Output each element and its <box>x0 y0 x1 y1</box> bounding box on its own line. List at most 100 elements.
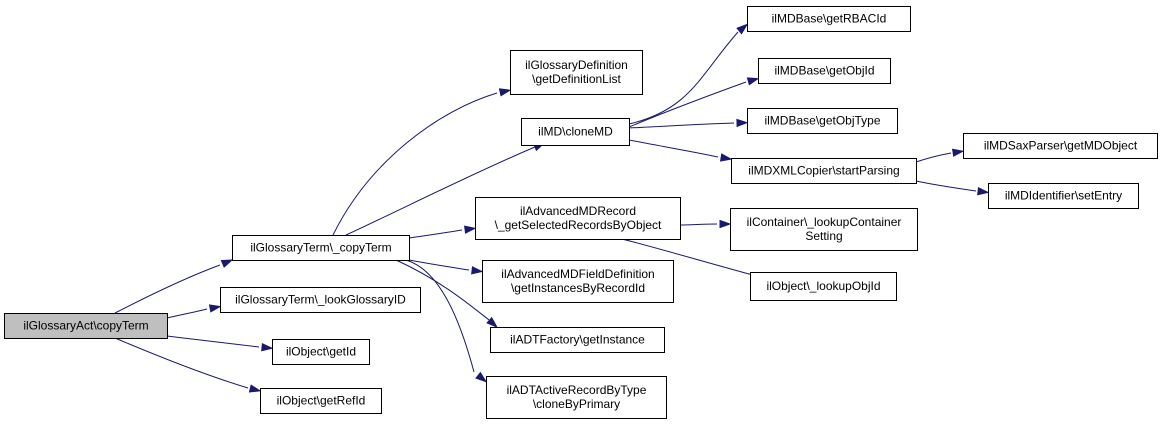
node-label: ilGlossaryDefinition <box>525 58 628 72</box>
edge-advRecord-to-contLookup <box>679 219 732 229</box>
node-obj-get-id[interactable]: ilObject\getId <box>272 339 370 365</box>
node-label: ilAdvancedMDRecord <box>520 204 636 218</box>
edge-line <box>166 308 208 319</box>
node-md-rbac[interactable]: ilMDBase\getRBACId <box>747 6 911 32</box>
arrow-head-icon <box>719 153 733 162</box>
arrow-head-icon <box>248 384 262 393</box>
node-md-ident[interactable]: ilMDIdentifier\setEntry <box>988 183 1139 209</box>
node-md-xml[interactable]: ilMDXMLCopier\startParsing <box>731 158 917 184</box>
edge-gtCopyTerm-to-adtActive <box>405 259 488 383</box>
node-box[interactable] <box>521 118 630 146</box>
edge-line <box>915 152 952 163</box>
edge-line <box>345 146 536 236</box>
node-box[interactable] <box>475 197 681 240</box>
node-box[interactable] <box>963 133 1158 159</box>
edge-gtCopyTerm-to-advField <box>408 259 484 275</box>
node-box[interactable] <box>730 208 918 251</box>
edge-line <box>114 337 249 389</box>
node-sax-parser[interactable]: ilMDSaxParser\getMDObject <box>963 133 1158 159</box>
edge-line <box>408 229 463 239</box>
node-adv-record[interactable]: ilAdvancedMDRecord\_getSelectedRecordsBy… <box>475 197 681 240</box>
edge-gtCopyTerm-to-adtFactory <box>395 259 498 329</box>
arrow-head-icon <box>736 23 749 35</box>
edge-line <box>915 180 977 192</box>
edge-copyTerm-to-objGetId <box>166 335 274 352</box>
node-md-obj-type[interactable]: ilMDBase\getObjType <box>747 108 898 134</box>
node-label: ilMDBase\getObjType <box>764 114 880 128</box>
node-box[interactable] <box>4 313 168 339</box>
node-obj-get-ref-id[interactable]: ilObject\getRefId <box>260 388 382 414</box>
node-box[interactable] <box>747 6 911 32</box>
arrow-head-icon <box>261 343 274 352</box>
edge-line <box>405 259 475 373</box>
edge-line <box>114 264 221 314</box>
node-box[interactable] <box>988 183 1139 209</box>
node-label: \cloneByPrimary <box>533 397 620 411</box>
arrow-head-icon <box>486 316 498 329</box>
node-box[interactable] <box>486 376 667 419</box>
node-label: ilMDBase\getRBACId <box>772 12 887 26</box>
node-gloss-def[interactable]: ilGlossaryDefinition\getDefinitionList <box>510 50 643 95</box>
node-label: ilMDIdentifier\setEntry <box>1005 189 1122 203</box>
node-label: ilObject\getId <box>286 345 356 359</box>
arrow-head-icon <box>746 77 760 86</box>
node-box[interactable] <box>747 108 898 134</box>
node-gt-lookup[interactable]: ilGlossaryTerm\_lookGlossaryID <box>220 287 421 313</box>
edge-line <box>628 31 739 125</box>
node-box[interactable] <box>482 260 674 303</box>
node-box[interactable] <box>260 388 382 414</box>
edge-line <box>628 139 719 158</box>
node-layer: ilGlossaryAct\copyTerm ilGlossaryTerm\_co… <box>4 6 1158 419</box>
node-adt-active[interactable]: ilADTActiveRecordByType\cloneByPrimary <box>486 376 667 419</box>
node-label: ilMDXMLCopier\startParsing <box>748 164 899 178</box>
node-label: ilMD\cloneMD <box>538 125 613 139</box>
edge-line <box>621 238 761 278</box>
node-label: Setting <box>805 229 842 243</box>
edge-line <box>332 92 498 236</box>
node-box[interactable] <box>490 327 665 353</box>
edge-line <box>628 122 735 129</box>
node-adv-field[interactable]: ilAdvancedMDFieldDefinition\getInstances… <box>482 260 674 303</box>
edge-line <box>408 259 470 271</box>
edge-line <box>166 335 260 348</box>
node-label: ilADTFactory\getInstance <box>510 333 645 347</box>
arrow-head-icon <box>951 148 965 157</box>
node-label: ilMDBase\getObjId <box>774 64 874 78</box>
node-label: \getInstancesByRecordId <box>511 281 645 295</box>
edge-line <box>395 259 490 321</box>
arrow-head-icon <box>498 88 512 97</box>
node-label: ilGlossaryAct\copyTerm <box>23 319 148 333</box>
node-label: \getDefinitionList <box>532 72 621 86</box>
node-box[interactable] <box>232 235 410 261</box>
node-md-obj-id[interactable]: ilMDBase\getObjId <box>758 58 891 84</box>
node-label: ilGlossaryTerm\_lookGlossaryID <box>235 293 406 307</box>
edge-copyTerm-to-gtLookup <box>166 304 222 319</box>
node-box[interactable] <box>272 339 370 365</box>
arrow-head-icon <box>464 225 477 234</box>
arrow-head-icon <box>471 266 484 275</box>
node-adt-factory[interactable]: ilADTFactory\getInstance <box>490 327 665 353</box>
edge-line <box>628 81 747 128</box>
edge-gtCopyTerm-to-glossDef <box>332 88 512 236</box>
edge-copyTerm-to-gtCopyTerm <box>114 259 234 314</box>
node-box[interactable] <box>731 158 917 184</box>
edge-copyTerm-to-objGetRefId <box>114 337 262 393</box>
node-gt-copy-term[interactable]: ilGlossaryTerm\_copyTerm <box>232 235 410 261</box>
node-label: ilGlossaryTerm\_copyTerm <box>250 241 391 255</box>
node-box[interactable] <box>510 50 643 95</box>
edge-line <box>679 223 718 226</box>
arrow-head-icon <box>208 304 222 313</box>
arrow-head-icon <box>719 219 732 229</box>
edge-mdClone-to-mdObjId <box>628 77 760 128</box>
node-box[interactable] <box>750 272 897 301</box>
node-md-clone[interactable]: ilMD\cloneMD <box>521 118 630 146</box>
edge-mdClone-to-mdXml <box>628 139 733 162</box>
node-copy-term[interactable]: ilGlossaryAct\copyTerm <box>4 313 168 339</box>
node-box[interactable] <box>758 58 891 84</box>
edge-mdXml-to-saxParser <box>915 148 965 163</box>
node-obj-lookup-id[interactable]: ilObject\_lookupObjId <box>750 272 897 301</box>
node-label: ilADTActiveRecordByType <box>507 383 647 397</box>
node-box[interactable] <box>220 287 421 313</box>
